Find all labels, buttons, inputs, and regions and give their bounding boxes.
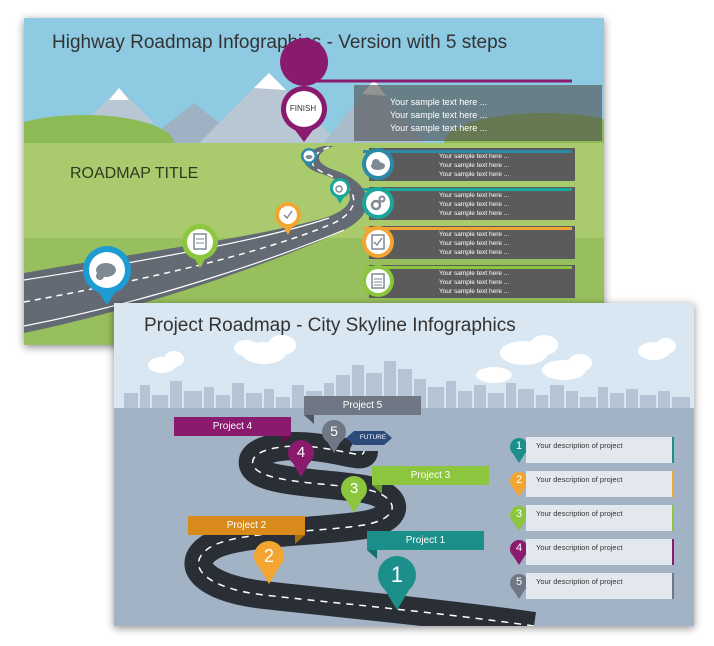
panel-text: Your sample text here ... [439, 153, 510, 160]
checklist-icon [275, 202, 301, 235]
description-text: Your description of project [536, 441, 623, 450]
panel-text: Your sample text here ... [439, 171, 510, 178]
cloud-icon [301, 148, 317, 168]
panel-text: Your sample text here ... [439, 279, 510, 286]
description-box-4: Your description of project [526, 539, 672, 565]
desc-pin-3-icon [510, 505, 674, 531]
description-box-3: Your description of project [526, 505, 672, 531]
desc-3-number: 3 [515, 508, 523, 520]
pin-1-number: 1 [390, 562, 404, 587]
description-text: Your description of project [536, 509, 623, 518]
panel-text: Your sample text here ... [439, 192, 510, 199]
panel-text: Your sample text here ... [439, 270, 510, 277]
project-5-flag: Project 5 [304, 396, 421, 415]
chat-icon [83, 246, 131, 305]
description-text: Your description of project [536, 475, 623, 484]
project-4-flag: Project 4 [174, 417, 291, 436]
finish-pin-icon [280, 38, 329, 142]
panel-text: Your sample text here ... [439, 162, 510, 169]
pin-5-icon [322, 420, 346, 453]
panel-text: Your sample text here ... [439, 201, 510, 208]
panel-text: Your sample text here ... [390, 110, 488, 120]
project-3-flag: Project 3 [372, 466, 489, 485]
step-panel-gears: Your sample text here ... Your sample te… [369, 187, 575, 220]
desc-5-number: 5 [515, 576, 523, 588]
roadmap-title: ROADMAP TITLE [70, 165, 199, 182]
pin-1-icon [378, 556, 416, 610]
pin-5-number: 5 [330, 423, 338, 439]
desc-2-number: 2 [515, 474, 523, 486]
pin-3-number: 3 [349, 480, 359, 497]
desc-pin-2-icon [510, 471, 674, 497]
description-markers [510, 437, 674, 599]
pin-4-icon [288, 440, 314, 477]
slide-title: Highway Roadmap Infographics - Version w… [52, 32, 508, 53]
description-box-1: Your description of project [526, 437, 672, 463]
pin-2-icon [254, 541, 284, 584]
pin-4-number: 4 [296, 444, 306, 461]
slide-title: Project Roadmap - City Skyline Infograph… [144, 315, 516, 336]
finish-info-panel: Your sample text here ... Your sample te… [354, 85, 602, 141]
panel-text: Your sample text here ... [390, 123, 488, 133]
panel-text: Your sample text here ... [439, 288, 510, 295]
description-text: Your description of project [536, 577, 623, 586]
desc-pin-5-icon [510, 573, 674, 599]
project-1-flag: Project 1 [367, 531, 484, 550]
future-label: FUTURE [359, 434, 387, 441]
pin-2-number: 2 [263, 546, 274, 566]
description-box-5: Your description of project [526, 573, 672, 599]
panel-text: Your sample text here ... [439, 210, 510, 217]
desc-pin-4-icon [510, 539, 674, 565]
checklist-icon [362, 226, 572, 258]
desc-1-number: 1 [515, 440, 523, 452]
desc-4-number: 4 [515, 542, 523, 554]
description-text: Your description of project [536, 543, 623, 552]
finish-label: FINISH [289, 104, 317, 113]
clipboard-icon [362, 265, 572, 297]
gears-icon [362, 187, 572, 219]
city-skyline-slide[interactable]: Project Roadmap - City Skyline Infograph… [114, 303, 694, 626]
pin-3-icon [341, 476, 367, 513]
project-2-flag: Project 2 [188, 516, 305, 535]
step-panel-cloud: Your sample text here ... Your sample te… [369, 148, 575, 181]
gears-icon [330, 178, 350, 204]
step-panel-checklist: Your sample text here ... Your sample te… [369, 226, 575, 259]
cloud-icon [362, 148, 572, 180]
panel-text: Your sample text here ... [439, 249, 510, 256]
step-icons [83, 148, 572, 307]
clipboard-icon [182, 224, 218, 268]
highway-roadmap-slide[interactable]: Highway Roadmap Infographics - Version w… [24, 18, 604, 345]
panel-text: Your sample text here ... [439, 240, 510, 247]
panel-text: Your sample text here ... [390, 97, 488, 107]
panel-text: Your sample text here ... [439, 231, 510, 238]
description-box-2: Your description of project [526, 471, 672, 497]
project-pins [254, 415, 416, 610]
desc-pin-1-icon [510, 437, 674, 463]
step-panel-clipboard: Your sample text here ... Your sample te… [369, 265, 575, 298]
